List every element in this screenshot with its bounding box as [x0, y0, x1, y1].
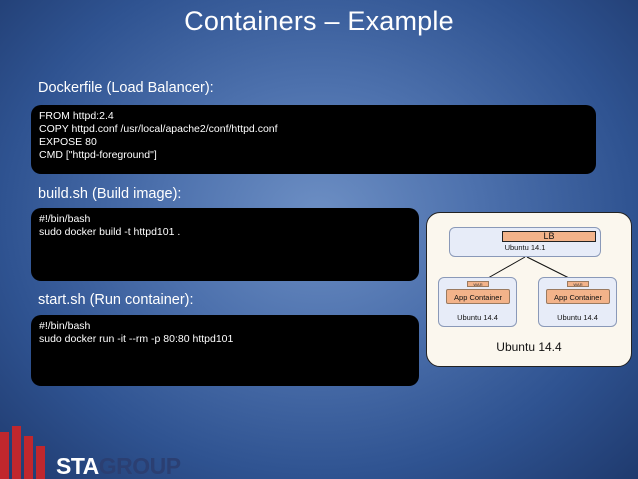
code-line: COPY httpd.conf /usr/local/apache2/conf/…	[39, 123, 278, 135]
app-host-box: WAR App Container Ubuntu 14.4	[438, 277, 517, 327]
app-container: App Container	[446, 289, 510, 304]
code-line: sudo docker run -it --rm -p 80:80 httpd1…	[39, 333, 234, 345]
code-line: #!/bin/bash	[39, 213, 91, 225]
host-os-label: Ubuntu 14.4	[496, 340, 562, 354]
code-line: sudo docker build -t httpd101 .	[39, 226, 181, 238]
host-diagram: LB Ubuntu 14.1 WAR App Container Ubuntu …	[426, 212, 632, 367]
slide-title: Containers – Example	[184, 6, 454, 36]
lb-host-box: LB Ubuntu 14.1	[449, 227, 601, 257]
start-script-code-block: #!/bin/bash sudo docker run -it --rm -p …	[31, 315, 419, 386]
building-bars-icon	[0, 426, 45, 479]
logo-group-text: GROUP	[98, 453, 181, 479]
lb-container: LB	[502, 231, 596, 242]
app-os-label: Ubuntu 14.4	[557, 313, 598, 322]
war-tag: WAR	[567, 281, 589, 287]
app-host-box: WAR App Container Ubuntu 14.4	[538, 277, 617, 327]
dockerfile-label: Dockerfile (Load Balancer):	[38, 80, 214, 96]
lb-os-label: Ubuntu 14.1	[504, 243, 546, 252]
start-script-label: start.sh (Run container):	[38, 292, 194, 308]
logo-sta-text: STA	[56, 453, 99, 479]
app-container: App Container	[546, 289, 610, 304]
app-os-label: Ubuntu 14.4	[457, 313, 498, 322]
code-line: CMD ["httpd-foreground"]	[39, 149, 157, 161]
company-logo: STAGROUP	[56, 455, 181, 478]
code-line: FROM httpd:2.4	[39, 110, 114, 122]
build-script-code-block: #!/bin/bash sudo docker build -t httpd10…	[31, 208, 419, 281]
dockerfile-code-block: FROM httpd:2.4 COPY httpd.conf /usr/loca…	[31, 105, 596, 174]
war-tag: WAR	[467, 281, 489, 287]
build-script-label: build.sh (Build image):	[38, 186, 182, 202]
code-line: #!/bin/bash	[39, 320, 91, 332]
code-line: EXPOSE 80	[39, 136, 97, 148]
